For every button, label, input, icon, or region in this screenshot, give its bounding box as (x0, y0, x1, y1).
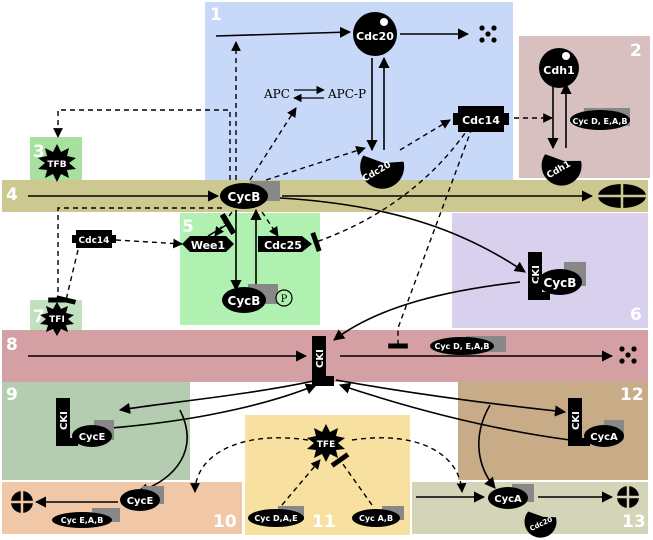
wee1-label: Wee1 (191, 239, 225, 252)
arrow-cki-cycb-to-cki (333, 281, 521, 341)
cdc14-box-left: Cdc14 (72, 230, 116, 248)
arrow-cki-to-ckicyce (118, 379, 319, 414)
module-10-background (2, 482, 242, 534)
tfi-star: TFI (40, 302, 74, 336)
dashed-cdc14-to-wee1 (115, 238, 183, 249)
module-number-6: 6 (630, 305, 642, 325)
cki-cycb-complex: CKI CycB (528, 252, 586, 300)
cyca-free: CycA (488, 484, 534, 509)
dashed-cycab-inhibits-tfe (330, 452, 373, 506)
cycb-phosphorylated: CycB P (222, 284, 293, 313)
module-number-8: 8 (6, 335, 18, 355)
cdc20-inactive: Cdc20 (360, 155, 405, 189)
cyc-dab-2-label: Cyc D, E,A,B (572, 117, 627, 126)
cyce-9-label: CycE (79, 432, 106, 443)
cdc25-label: Cdc25 (264, 239, 302, 252)
cki-cyce-complex: CKI CycE (56, 398, 114, 447)
cyca-13-label: CycA (494, 494, 522, 505)
cyc-dae-11-label: Cyc D,A,E (254, 514, 297, 523)
dashed-cdc14-inhibits-cki-degradation (388, 127, 473, 349)
module-number-11: 11 (312, 512, 336, 532)
cdc14-box-top: Cdc14 (453, 106, 509, 132)
cyca-12-label: CycA (590, 432, 618, 443)
cdc20-active: Cdc20 (353, 12, 397, 56)
apc-p-label: APC-P (327, 87, 366, 101)
cyc-eab-10-label: Cyc E,A,B (61, 516, 104, 525)
cki-main: CKI (312, 336, 334, 386)
dashed-cdc14-inhibits-tfi (55, 249, 79, 305)
arrow-ckicyca-to-cyca (478, 404, 496, 489)
division-symbol-4 (598, 184, 646, 208)
arrow-cycb-to-cki (279, 197, 526, 273)
degradation-dots-8 (619, 346, 637, 364)
cyclin-complex-11-right: Cyc A,B (352, 506, 404, 527)
dashed-tfe-to-cyce (190, 437, 309, 493)
module-number-1: 1 (210, 5, 222, 25)
module-number-12: 12 (620, 385, 644, 405)
tfe-label: TFE (317, 440, 335, 450)
cdc14-left-label: Cdc14 (79, 236, 110, 246)
cyclin-complex-2: Cyc D, E,A,B (570, 108, 630, 130)
tfb-star: TFB (38, 144, 76, 182)
cyc-ab-11-label: Cyc A,B (359, 514, 393, 523)
cki-6-label: CKI (531, 265, 542, 284)
arrow-ckicyce-to-cki (109, 383, 318, 429)
cdc14-top-label: Cdc14 (462, 114, 500, 127)
dashed-tfe-to-cyca (351, 437, 467, 493)
cki-8-label: CKI (315, 349, 326, 368)
module-number-2: 2 (630, 41, 642, 61)
dashed-cycb-to-cdc25 (261, 211, 279, 237)
cdc25-box: Cdc25 (258, 236, 312, 252)
arrow-to-cdc20 (215, 26, 352, 38)
cdc20-13: Cdc20 (524, 511, 557, 538)
tfb-label: TFB (47, 160, 66, 170)
dashed-cycdae-to-tfe (281, 459, 321, 506)
tfi-label: TFI (49, 315, 65, 325)
module-number-4: 4 (6, 185, 18, 205)
cyclin-complex-10: Cyc E,A,B (52, 508, 120, 528)
cki-cyca-complex: CKI CycA (568, 398, 624, 447)
dashed-cycb-inhibits-tfi (48, 207, 222, 303)
cki-12-label: CKI (571, 411, 582, 430)
dashed-cdc20-to-cdc14 (399, 119, 451, 151)
cdh1-label: Cdh1 (543, 64, 574, 77)
wee1-box: Wee1 (182, 236, 234, 252)
cyclin-complex-11-left: Cyc D,A,E (248, 506, 304, 527)
cycb-6-label: CycB (544, 276, 577, 290)
cyce-10-label: CycE (127, 496, 154, 507)
arrow-cki-to-ckicyca (335, 379, 567, 417)
cyc-dab-8-label: Cyc D, E,A,B (434, 342, 489, 351)
module-number-13: 13 (622, 512, 646, 532)
arrow-ckicyca-to-cki (338, 382, 571, 441)
module-number-7: 7 (33, 307, 45, 327)
cdh1-active: Cdh1 (539, 48, 579, 88)
cycb-main: CycB (220, 181, 280, 209)
module-number-5: 5 (182, 217, 194, 237)
module-number-10: 10 (213, 512, 237, 532)
cdc20-label: Cdc20 (356, 30, 394, 43)
cycb-main-label: CycB (228, 190, 261, 204)
phospho-label: P (281, 294, 288, 305)
module-number-3: 3 (33, 142, 45, 162)
inhibit-wee1-cycb (207, 212, 237, 237)
cyce-free: CycE (120, 486, 164, 511)
degradation-dots-1 (479, 25, 497, 43)
division-symbol-13 (617, 486, 639, 508)
dashed-cycb-to-tfb (53, 109, 231, 180)
module-number-9: 9 (6, 385, 18, 405)
cyclin-complex-8: Cyc D, E,A,B (430, 336, 506, 355)
dashed-cdc14-inhibits-cdc25 (310, 125, 471, 253)
cki-9-label: CKI (59, 411, 70, 430)
cycb-p-label: CycB (228, 294, 261, 308)
apc-label: APC (263, 87, 290, 101)
tfe-star: TFE (307, 424, 345, 462)
division-symbol-10 (11, 491, 33, 513)
cdh1-inactive: Cdh1 (541, 154, 582, 186)
